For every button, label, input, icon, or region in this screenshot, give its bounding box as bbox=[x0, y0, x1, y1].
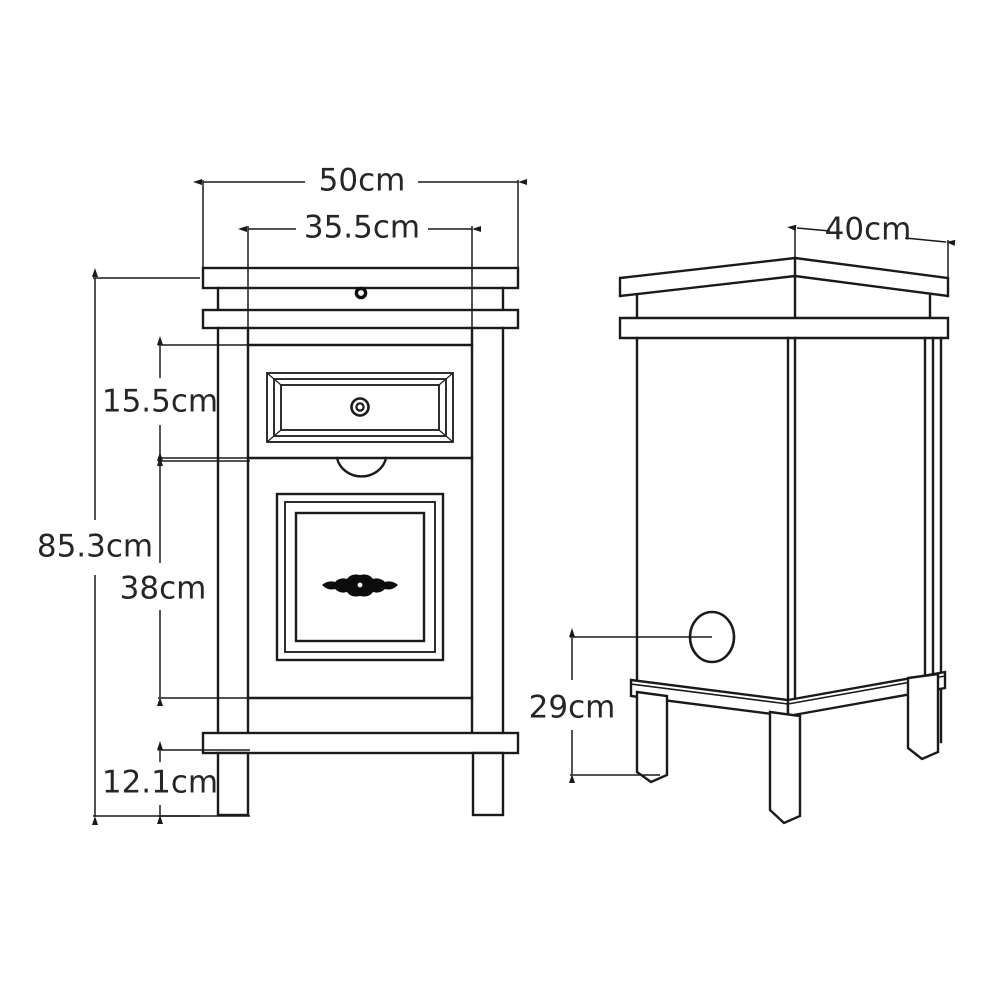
side-top-trim-rail bbox=[618, 316, 950, 340]
screw-hole-icon bbox=[354, 286, 368, 300]
side-top-board bbox=[618, 256, 950, 298]
dimension-width-body: 35.5cm bbox=[238, 210, 481, 330]
dimension-width-overall: 50cm bbox=[193, 163, 527, 270]
front-arc-detail bbox=[335, 456, 388, 478]
dimension-clearance: 29cm bbox=[529, 628, 712, 783]
dimension-drawer-height: 15.5cm bbox=[102, 336, 250, 466]
front-base-rail bbox=[201, 731, 520, 755]
side-front-leg bbox=[768, 710, 802, 825]
dimension-label-leg-height: 12.1cm bbox=[102, 765, 218, 801]
front-stile-inner-edges bbox=[246, 326, 474, 752]
dimension-height-overall: 85.3cm bbox=[37, 268, 200, 825]
side-left-leg bbox=[635, 690, 669, 784]
drawer-knob-center-icon bbox=[355, 402, 365, 412]
dim-line-right-40 bbox=[904, 237, 956, 246]
dimension-label-drawer-height: 15.5cm bbox=[102, 384, 218, 420]
front-top-trim-rail bbox=[201, 308, 520, 330]
dimension-depth: 40cm bbox=[787, 212, 956, 282]
front-drawer-front bbox=[266, 372, 454, 443]
front-body-outer-edges bbox=[216, 326, 505, 752]
front-view-group bbox=[201, 266, 520, 817]
side-corner-post bbox=[786, 336, 797, 704]
dimension-label-door-height: 38cm bbox=[120, 571, 207, 607]
dimension-label-depth: 40cm bbox=[825, 212, 912, 248]
dimension-leg-height: 12.1cm bbox=[102, 741, 250, 824]
dimension-label-width-overall: 50cm bbox=[319, 163, 406, 199]
side-view-group bbox=[618, 256, 950, 825]
front-door-panel[interactable] bbox=[275, 492, 445, 662]
front-left-leg bbox=[216, 751, 250, 817]
dimension-door-height: 38cm bbox=[120, 452, 250, 706]
front-top-neck-edges bbox=[216, 286, 505, 312]
front-top-board bbox=[201, 266, 520, 290]
side-back-leg bbox=[906, 672, 940, 761]
dimension-label-width-body: 35.5cm bbox=[304, 210, 420, 246]
front-right-leg bbox=[471, 751, 505, 817]
door-pull-center-highlight bbox=[357, 582, 363, 588]
drawer-bevel-corners bbox=[266, 372, 454, 443]
side-top-neck-edges bbox=[635, 274, 932, 320]
front-drawer-opening-rails bbox=[246, 343, 474, 460]
dimension-label-clearance: 29cm bbox=[529, 690, 616, 726]
dim-line-left-40 bbox=[787, 224, 831, 232]
dimension-label-height-overall: 85.3cm bbox=[37, 529, 153, 565]
